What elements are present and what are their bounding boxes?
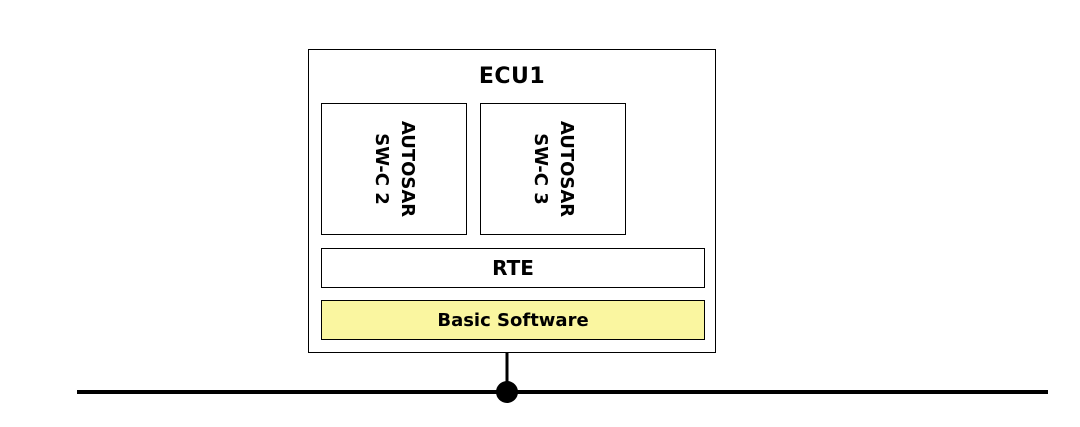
swc-3-label-line2: SW-C 3 bbox=[530, 133, 551, 205]
ecu-title: ECU1 bbox=[478, 64, 546, 89]
bus-junction-dot bbox=[496, 381, 518, 403]
swc-2-label-line2: SW-C 2 bbox=[371, 133, 392, 205]
swc-2-box: AUTOSAR SW-C 2 bbox=[321, 103, 467, 235]
ecu-box: ECU1 AUTOSAR SW-C 2 AUTOSAR SW-C 3 RTE B… bbox=[308, 49, 716, 353]
swc-3-label: AUTOSAR SW-C 3 bbox=[527, 121, 579, 217]
swc-2-label-line1: AUTOSAR bbox=[397, 120, 418, 218]
swc-2-label: AUTOSAR SW-C 2 bbox=[368, 121, 420, 217]
swc-3-box: AUTOSAR SW-C 3 bbox=[480, 103, 626, 235]
basic-software-box: Basic Software bbox=[321, 300, 705, 340]
rte-box: RTE bbox=[321, 248, 705, 288]
swc-3-label-line1: AUTOSAR bbox=[556, 120, 577, 218]
